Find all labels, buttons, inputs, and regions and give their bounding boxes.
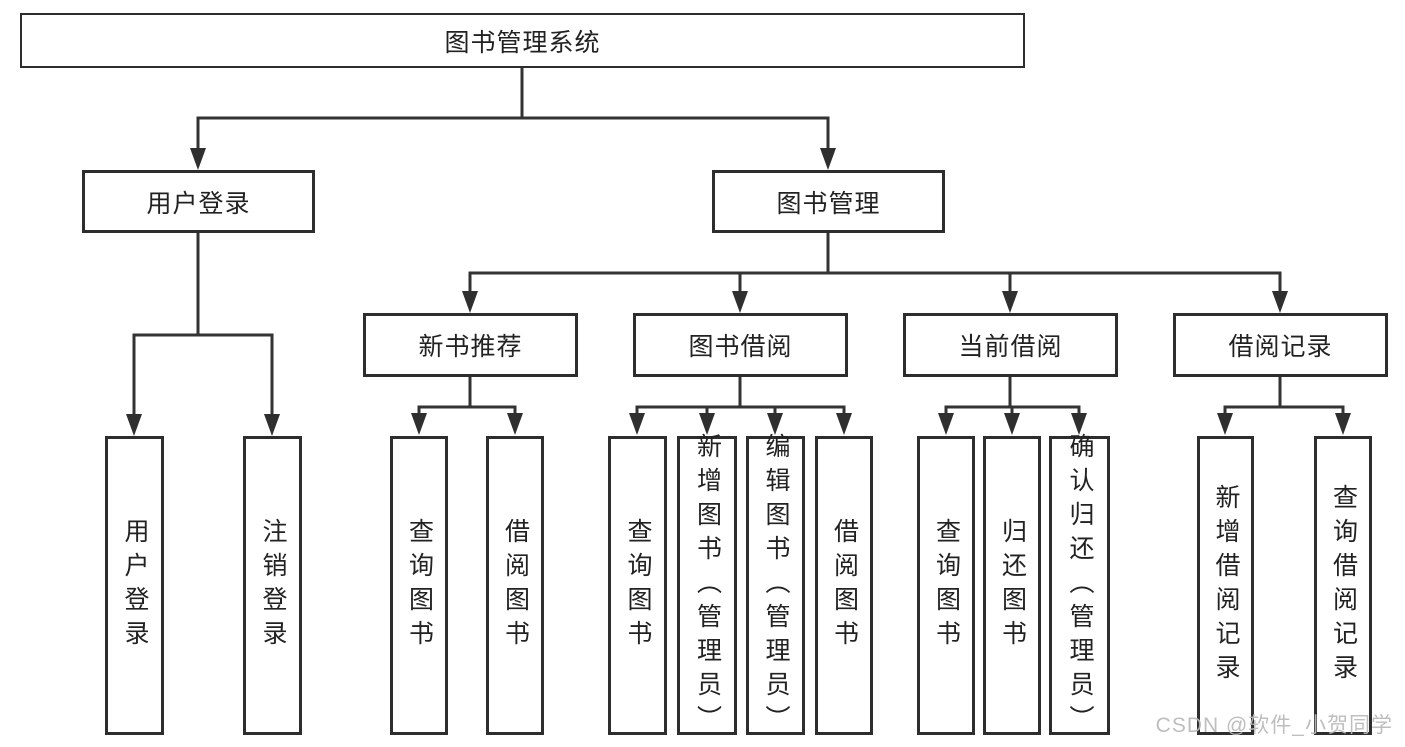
leaf-logout-label: 注销登录 [259, 517, 287, 654]
node-book-management: 图书管理 [712, 170, 945, 233]
node-book-management-label: 图书管理 [776, 189, 881, 218]
node-library-system-label: 图书管理系统 [444, 28, 601, 57]
node-book-borrowing-label: 图书借阅 [688, 333, 793, 361]
leaf-return-book: 归还图书 [983, 436, 1041, 735]
leaf-add-borrow-record: 新增借阅记录 [1197, 436, 1254, 735]
node-new-book-recommendation: 新书推荐 [363, 313, 578, 377]
leaf-query-books-1: 查询图书 [390, 436, 448, 735]
leaf-edit-book-admin: 编辑图书（管理员） [746, 433, 805, 739]
leaf-confirm-return-admin-label: 确认归还（管理员） [1066, 432, 1094, 739]
node-new-book-recommendation-label: 新书推荐 [418, 333, 523, 361]
node-current-borrowing-label: 当前借阅 [958, 333, 1063, 361]
leaf-borrow-books-2: 借阅图书 [815, 436, 873, 735]
leaf-confirm-return-admin: 确认归还（管理员） [1049, 433, 1110, 739]
connector-borrow-records-branch [1217, 377, 1351, 435]
leaf-logout: 注销登录 [243, 436, 302, 735]
leaf-query-books-2-label: 查询图书 [624, 517, 652, 654]
node-borrowing-records: 借阅记录 [1173, 313, 1388, 377]
node-borrowing-records-label: 借阅记录 [1228, 333, 1333, 361]
leaf-query-books-2: 查询图书 [608, 436, 667, 735]
node-user-login: 用户登录 [82, 170, 315, 233]
node-user-login-label: 用户登录 [146, 189, 251, 218]
leaf-add-book-admin: 新增图书（管理员） [677, 433, 737, 739]
connector-new-book-branch [411, 377, 523, 435]
leaf-query-books-1-label: 查询图书 [405, 517, 434, 654]
node-current-borrowing: 当前借阅 [903, 313, 1118, 377]
leaf-add-borrow-record-label: 新增借阅记录 [1212, 483, 1240, 688]
node-book-borrowing: 图书借阅 [633, 313, 848, 377]
leaf-query-borrow-record: 查询借阅记录 [1314, 436, 1372, 735]
leaf-return-book-label: 归还图书 [998, 517, 1027, 654]
watermark: CSDN @软件_小贺同学 [1155, 714, 1393, 737]
leaf-borrow-books-1-label: 借阅图书 [501, 517, 530, 654]
connector-book-borrow-branch [629, 377, 852, 435]
leaf-add-book-admin-label: 新增图书（管理员） [693, 432, 722, 739]
node-library-system: 图书管理系统 [20, 13, 1025, 68]
leaf-borrow-books-2-label: 借阅图书 [830, 517, 859, 654]
leaf-borrow-books-1: 借阅图书 [486, 436, 544, 735]
leaf-query-books-3: 查询图书 [917, 436, 975, 735]
connector-current-borrow-branch [938, 377, 1087, 435]
leaf-query-books-3-label: 查询图书 [932, 517, 961, 654]
leaf-user-login-label: 用户登录 [121, 517, 149, 654]
connector-book-management-branch [462, 233, 1288, 313]
connector-user-login-branch [126, 233, 280, 436]
leaf-edit-book-admin-label: 编辑图书（管理员） [762, 432, 790, 739]
leaf-user-login: 用户登录 [105, 436, 164, 735]
leaf-query-borrow-record-label: 查询借阅记录 [1329, 483, 1358, 688]
connector-root-to-level2 [190, 68, 836, 170]
